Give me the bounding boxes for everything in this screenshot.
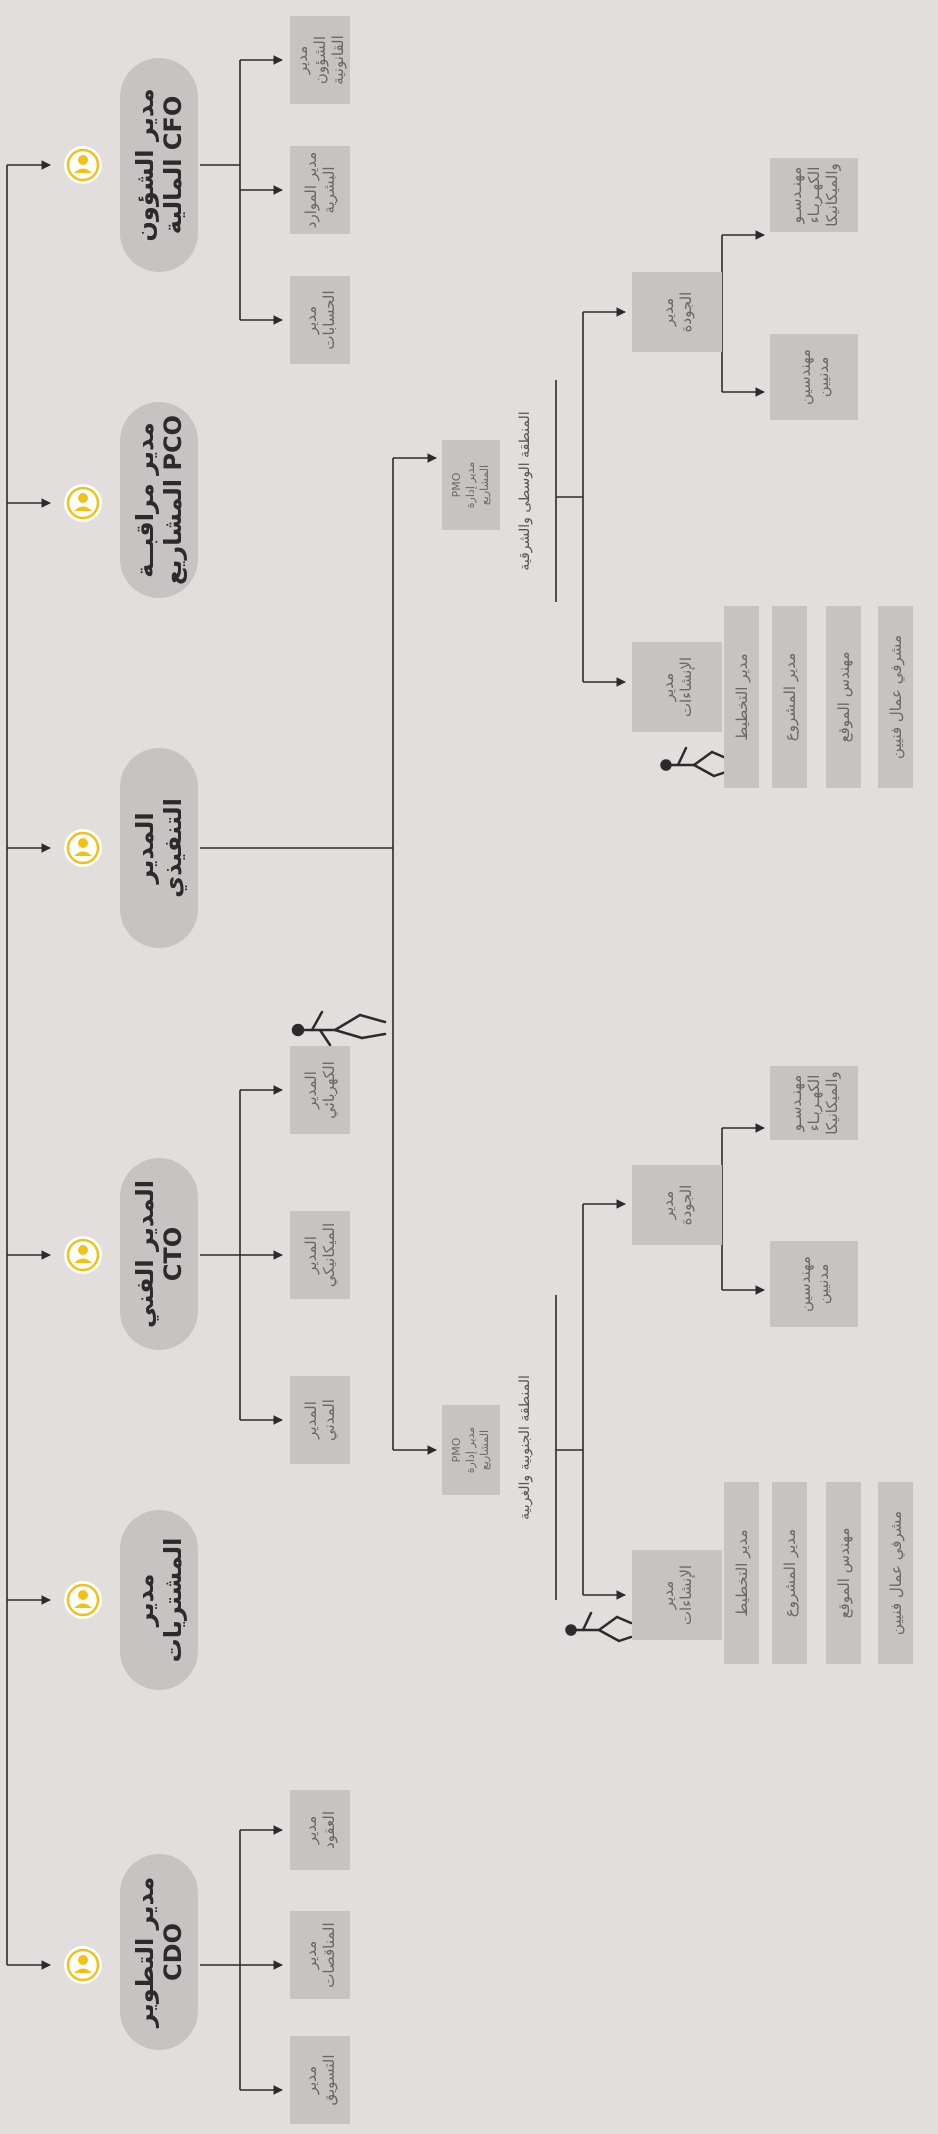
worker-figure-icon xyxy=(660,746,728,778)
report-box: مدير الحسابات xyxy=(290,276,350,364)
region-label: المنطقة الوسطى والشرقية xyxy=(517,411,533,571)
person-circle-icon xyxy=(64,1581,102,1619)
staff-box: مهندس الموقع xyxy=(826,606,861,788)
staff-box: مهندسين مدنيين xyxy=(770,334,858,420)
staff-box: مشرفي عمال فنيين xyxy=(878,606,913,788)
report-box: المدير الكهربائي xyxy=(290,1046,350,1134)
person-circle-icon xyxy=(64,829,102,867)
pmo-box: PMO مدير إدارة المشاريع xyxy=(442,440,500,530)
staff-box: مدير التخطيط xyxy=(724,606,759,788)
region-label: المنطقة الجنوبية والغربية xyxy=(517,1375,533,1520)
exec-executive: المدير التنفيذي xyxy=(120,748,198,948)
person-circle-icon xyxy=(64,484,102,522)
staff-box: مدير المشروع xyxy=(772,606,807,788)
report-box: مدير العقود xyxy=(290,1790,350,1870)
exec-procurement: مدير المشتريات xyxy=(120,1510,198,1690)
person-circle-icon xyxy=(64,146,102,184)
staff-box: مدير المشروع xyxy=(772,1482,807,1664)
exec-cfo: مدير الشؤون المالية CFO xyxy=(120,58,198,272)
staff-box: مهنـدسـو الكهـربـاء والميكانيكا xyxy=(770,1066,858,1140)
staff-box: مهنـدسـو الكهـربـاء والميكانيكا xyxy=(770,158,858,232)
report-box: مدير التسويق xyxy=(290,2036,350,2124)
staff-box: مدير التخطيط xyxy=(724,1482,759,1664)
person-circle-icon xyxy=(64,1236,102,1274)
person-circle-icon xyxy=(64,1946,102,1984)
report-box: المدير الميكانيكي xyxy=(290,1211,350,1299)
exec-cto: المدير الفني CTO xyxy=(120,1158,198,1350)
exec-cdo: مدير التطوير CDO xyxy=(120,1854,198,2050)
construction-manager-box: مدير الإنشاءات xyxy=(632,1550,722,1640)
report-box: مدير الموارد البشرية xyxy=(290,146,350,234)
construction-manager-box: مدير الإنشاءات xyxy=(632,642,722,732)
exec-pco: مدير مراقبــة المشاريع PCO xyxy=(120,402,198,598)
worker-figure-icon xyxy=(291,1010,387,1047)
pmo-box: PMO مدير إدارة المشاريع xyxy=(442,1405,500,1495)
staff-box: مشرفي عمال فنيين xyxy=(878,1482,913,1664)
quality-manager-box: مدير الجودة xyxy=(632,1165,722,1245)
quality-manager-box: مدير الجودة xyxy=(632,272,722,352)
report-box: المدير المدني xyxy=(290,1376,350,1464)
staff-box: مهندسين مدنيين xyxy=(770,1241,858,1327)
report-box: مدير الشؤون القانونية xyxy=(290,16,350,104)
worker-figure-icon xyxy=(565,1611,633,1643)
report-box: مدير المناقصات xyxy=(290,1911,350,1999)
staff-box: مهندس الموقع xyxy=(826,1482,861,1664)
